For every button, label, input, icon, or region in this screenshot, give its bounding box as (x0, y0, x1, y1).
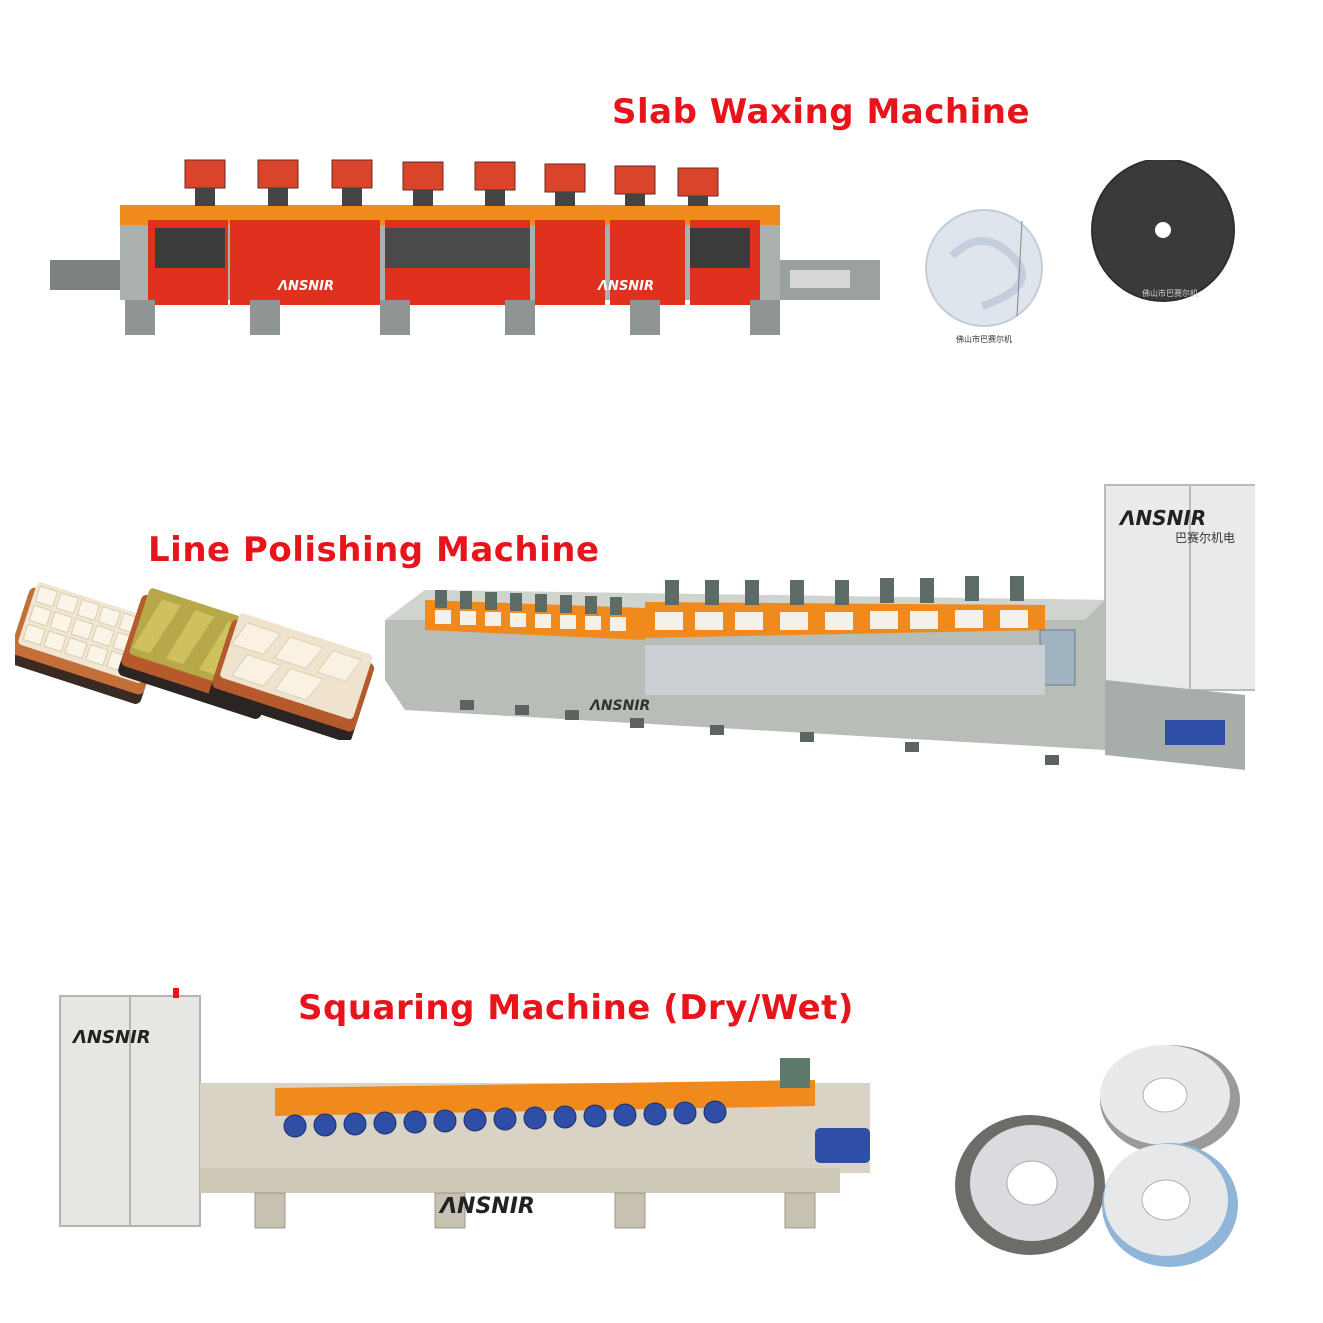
slab-waxing-machine-image: ᐱNSNIR ᐱNSNIR (50, 150, 890, 340)
black-waxing-pad-image: 佛山市巴赛尔机 (1090, 160, 1240, 310)
white-pad-label: 佛山市巴赛尔机 (956, 334, 1012, 344)
squaring-machine-title: Squaring Machine (Dry/Wet) (298, 988, 854, 1028)
polishing-cabinet-cn: 巴赛尔机电 (1175, 530, 1235, 545)
slab-waxing-title: Slab Waxing Machine (612, 92, 1031, 132)
waxing-brand-2: ᐱNSNIR (597, 279, 654, 294)
squaring-brand: ᐱNSNIR (438, 1194, 535, 1219)
line-polishing-machine-image: ᐱNSNIR 巴赛尔机电 ᐱNSNIR (385, 480, 1255, 780)
waxing-brand-1: ᐱNSNIR (277, 279, 334, 294)
line-polishing-title: Line Polishing Machine (148, 530, 600, 570)
polishing-brand: ᐱNSNIR (589, 698, 650, 714)
squaring-cabinet-brand: ᐱNSNIR (71, 1027, 151, 1048)
squaring-machine-image: ᐱNSNIR ᐱNSNIR (55, 988, 885, 1238)
white-waxing-pad-image: 佛山市巴赛尔机 (922, 196, 1052, 346)
black-pad-label: 佛山市巴赛尔机 (1142, 288, 1198, 298)
polishing-cabinet-brand: ᐱNSNIR (1118, 506, 1206, 530)
squaring-diamond-wheels-image (950, 1040, 1270, 1270)
polishing-abrasive-bricks-image (15, 580, 395, 740)
